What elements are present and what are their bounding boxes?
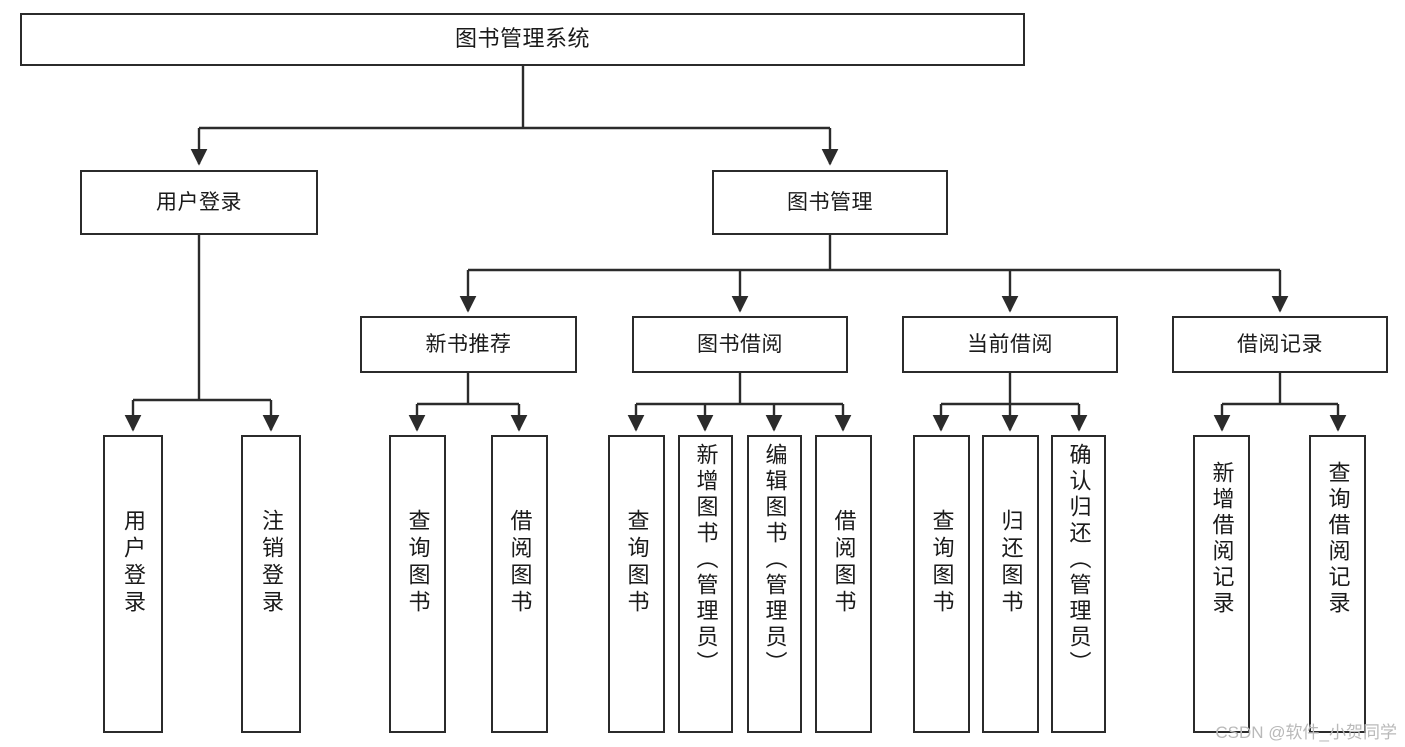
leaf-query-book-newbook[interactable]: 查询图书 bbox=[389, 435, 446, 733]
node-label: 图书管理系统 bbox=[454, 26, 590, 52]
node-borrowing-record[interactable]: 借阅记录 bbox=[1172, 316, 1388, 373]
node-label: 当前借阅 bbox=[967, 332, 1053, 356]
leaf-query-book-borrow[interactable]: 查询图书 bbox=[608, 435, 665, 733]
node-label: 借阅记录 bbox=[1237, 332, 1323, 356]
node-book-borrowing[interactable]: 图书借阅 bbox=[632, 316, 848, 373]
node-label: 图书管理 bbox=[787, 190, 873, 214]
leaf-return-book[interactable]: 归还图书 bbox=[982, 435, 1039, 733]
node-label: 借阅图书 bbox=[831, 509, 857, 617]
node-current-borrowing[interactable]: 当前借阅 bbox=[902, 316, 1118, 373]
leaf-add-borrow-record[interactable]: 新增借阅记录 bbox=[1193, 435, 1250, 733]
leaf-logout[interactable]: 注销登录 bbox=[241, 435, 301, 733]
node-label: 查询图书 bbox=[624, 509, 650, 617]
leaf-query-borrow-record[interactable]: 查询借阅记录 bbox=[1309, 435, 1366, 733]
leaf-confirm-return-admin[interactable]: 确认归还（管理员） bbox=[1051, 435, 1106, 733]
node-label: 用户登录 bbox=[121, 509, 146, 617]
node-label: 注销登录 bbox=[259, 509, 284, 617]
node-label: 图书借阅 bbox=[697, 332, 783, 356]
leaf-borrow-book-newbook[interactable]: 借阅图书 bbox=[491, 435, 548, 733]
node-label: 查询图书 bbox=[405, 509, 431, 617]
leaf-user-login[interactable]: 用户登录 bbox=[103, 435, 163, 733]
node-label: 归还图书 bbox=[998, 509, 1024, 617]
leaf-query-book-current[interactable]: 查询图书 bbox=[913, 435, 970, 733]
node-label: 新增图书（管理员） bbox=[693, 443, 719, 677]
node-label: 编辑图书（管理员） bbox=[762, 443, 788, 677]
node-book-management[interactable]: 图书管理 bbox=[712, 170, 948, 235]
node-label: 新书推荐 bbox=[425, 332, 512, 356]
node-label: 查询图书 bbox=[929, 509, 955, 617]
node-label: 查询借阅记录 bbox=[1325, 461, 1351, 617]
node-new-book-recommendation[interactable]: 新书推荐 bbox=[360, 316, 577, 373]
leaf-edit-book-admin[interactable]: 编辑图书（管理员） bbox=[747, 435, 802, 733]
node-root-book-management-system[interactable]: 图书管理系统 bbox=[20, 13, 1025, 66]
leaf-borrow-book[interactable]: 借阅图书 bbox=[815, 435, 872, 733]
node-label: 借阅图书 bbox=[507, 509, 533, 617]
leaf-add-book-admin[interactable]: 新增图书（管理员） bbox=[678, 435, 733, 733]
node-user-login[interactable]: 用户登录 bbox=[80, 170, 318, 235]
node-label: 用户登录 bbox=[156, 190, 242, 214]
node-label: 确认归还（管理员） bbox=[1066, 443, 1092, 677]
watermark-text: CSDN @软件_小贺同学 bbox=[1215, 723, 1397, 742]
node-label: 新增借阅记录 bbox=[1209, 461, 1235, 617]
